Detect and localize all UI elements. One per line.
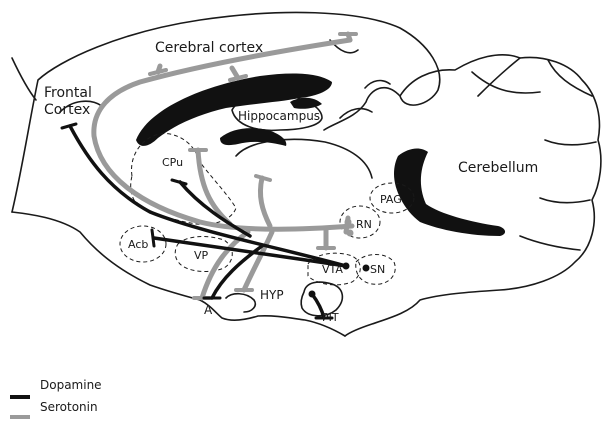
dopamine-vta-node	[343, 263, 350, 270]
dopamine-sn-node	[363, 265, 370, 272]
label-frontal: Frontal	[44, 85, 92, 101]
filled-structures	[136, 74, 505, 236]
label-sn: SN	[370, 263, 385, 276]
frontal-fold	[12, 58, 36, 100]
serotonin-hippo-branch	[260, 178, 270, 226]
label-pag: PAG	[380, 193, 402, 206]
label-cerebellum: Cerebellum	[458, 160, 538, 176]
hypothalamus-outline	[226, 294, 255, 312]
hippocampus-dark	[290, 98, 322, 109]
sulcus-4	[365, 81, 390, 88]
label-a: A	[204, 303, 213, 317]
label-cortex: Cortex	[44, 102, 90, 118]
serotonin-terminal-hippo	[256, 176, 270, 180]
legend-label-dopamine: Dopamine	[40, 378, 102, 392]
dopamine-terminal-cpu	[172, 180, 186, 184]
folia-5	[520, 236, 580, 250]
legend-label-serotonin: Serotonin	[40, 400, 98, 414]
label-hyp: HYP	[260, 288, 284, 302]
dopamine-terminal-frontal	[62, 124, 76, 128]
label-vta: VTA	[322, 263, 343, 276]
folia-3	[545, 140, 596, 145]
folia-6	[478, 58, 520, 96]
dopamine-hyp-node	[309, 291, 316, 298]
label-cpu: CPu	[162, 156, 183, 169]
legend: Dopamine Serotonin	[10, 378, 102, 417]
label-vp: VP	[194, 249, 209, 262]
label-pit: PIT	[322, 311, 339, 324]
label-rn: RN	[356, 218, 372, 231]
label-hippocampus: Hippocampus	[238, 109, 320, 123]
serotonin-rn-node-1	[345, 219, 352, 226]
label-cerebral-cortex: Cerebral cortex	[155, 40, 263, 56]
folia-2	[548, 60, 592, 96]
label-acb: Acb	[128, 238, 148, 251]
midbrain-outline	[236, 139, 372, 178]
serotonin-rn-node-2	[347, 230, 354, 237]
dopamine-terminal-acb	[152, 230, 154, 246]
folia-4	[540, 198, 590, 203]
folia-1	[472, 72, 540, 93]
